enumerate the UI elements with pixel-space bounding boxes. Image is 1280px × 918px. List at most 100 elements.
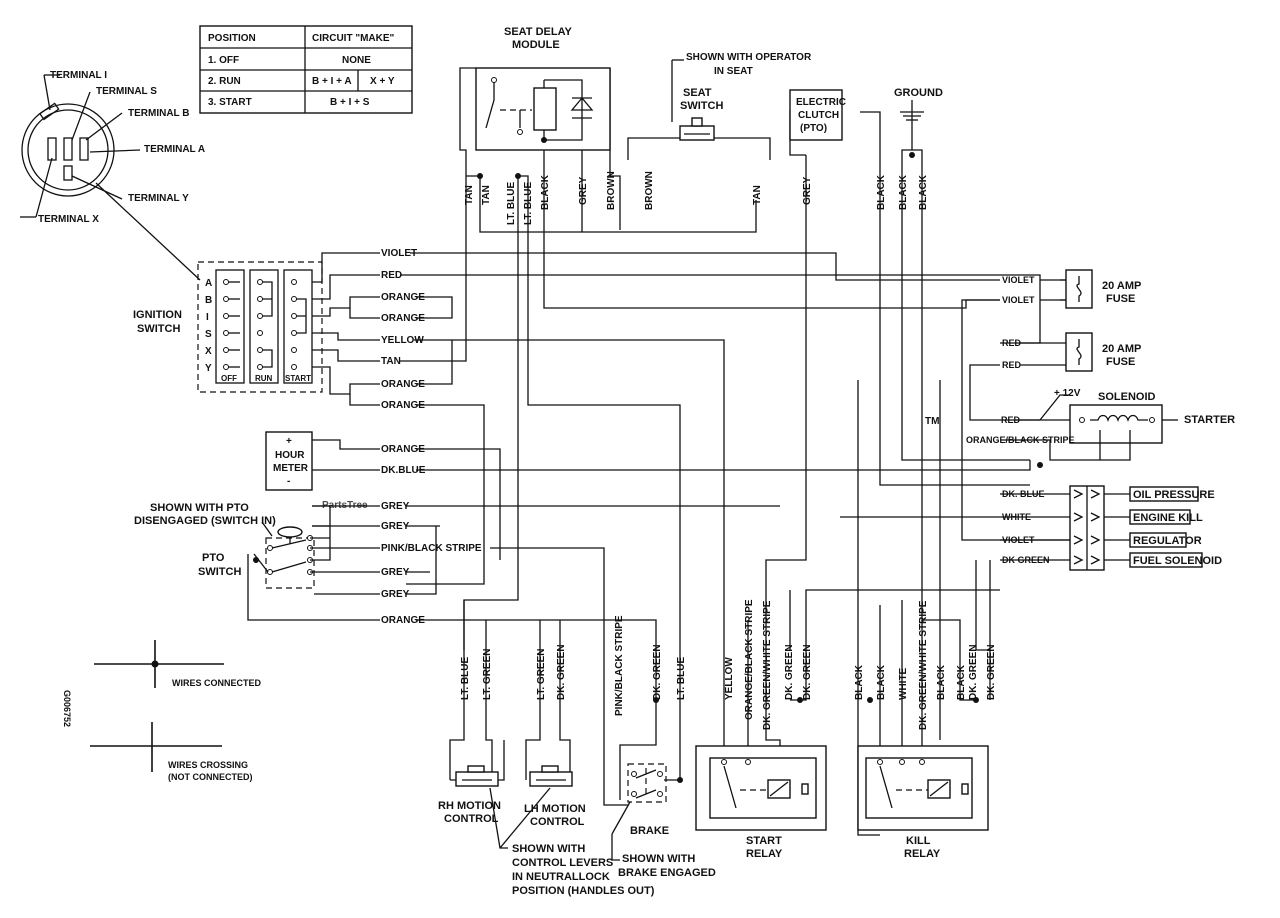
table-row-start: 3. START	[208, 97, 252, 108]
wire-label-orange: ORANGE	[381, 379, 425, 390]
seat-switch: SHOWN WITH OPERATOR IN SEAT SEAT SWITCH	[671, 52, 812, 141]
wire-label-red: RED	[381, 270, 402, 281]
terminal-x-label: TERMINAL X	[38, 214, 99, 225]
table-row-off: 1. OFF	[208, 55, 239, 66]
top-wire-label: GREY	[578, 176, 589, 205]
kill-relay-title-1: KILL	[906, 835, 931, 847]
wire-label-orange: ORANGE	[381, 292, 425, 303]
solenoid-orange-label: ORANGE/BLACK STRIPE	[966, 435, 1075, 445]
watermark-tm: TM	[925, 416, 939, 427]
top-wire-label: BLACK	[876, 174, 887, 210]
top-wire-labels: TAN TAN LT. BLUE LT. BLUE BLACK GREY BRO…	[464, 171, 929, 225]
top-wire-label: TAN	[481, 185, 492, 205]
kill-relay: KILL RELAY	[857, 745, 989, 860]
clutch-title-2: CLUTCH	[798, 110, 839, 121]
terminal-y-label: TERMINAL Y	[128, 193, 189, 204]
rh-motion-title-2: CONTROL	[444, 813, 499, 825]
ign-pos-run: RUN	[255, 374, 273, 383]
kill-relay-title-2: RELAY	[904, 848, 941, 860]
wire-label-orange: ORANGE	[381, 444, 425, 455]
pto-switch: SHOWN WITH PTO DISENGAGED (SWITCH IN) PT…	[134, 502, 331, 589]
top-wire-label: BROWN	[606, 171, 617, 210]
seat-switch-title-1: SEAT	[683, 87, 712, 99]
pto-wire-label: GREY	[381, 501, 410, 512]
fuse-1: VIOLET VIOLET 20 AMP FUSE	[1002, 269, 1141, 309]
pto-title-2: SWITCH	[198, 566, 241, 578]
fuse-2: RED RED 20 AMP FUSE	[1002, 332, 1141, 372]
bottom-wire-label: PINK/BLACK STRIPE	[614, 615, 625, 716]
pto-wire-label: GREY	[381, 589, 410, 600]
top-wire-label: BLACK	[918, 174, 929, 210]
connector-wire-label: VIOLET	[1002, 535, 1035, 545]
top-wire-label: TAN	[752, 185, 763, 205]
clutch-title-3: (PTO)	[800, 123, 827, 134]
bottom-wire-label: DK. GREEN/WHITE STRIPE	[918, 600, 929, 730]
table-header-make: CIRCUIT "MAKE"	[312, 33, 395, 44]
start-relay-title-2: RELAY	[746, 848, 783, 860]
table-cell-none: NONE	[342, 55, 371, 66]
top-wire-label: BROWN	[644, 171, 655, 210]
fuel-solenoid-label: FUEL SOLENOID	[1133, 555, 1222, 567]
legend: WIRES CONNECTED WIRES CROSSING (NOT CONN…	[90, 640, 262, 782]
rh-motion-title-1: RH MOTION	[438, 800, 501, 812]
bottom-wire-label: BLACK	[876, 664, 887, 700]
bottom-wire-label: BLACK	[936, 664, 947, 700]
bottom-wire-label: LT. GREEN	[482, 649, 493, 700]
bottom-wire-label: DK. GREEN	[784, 644, 795, 700]
figure-id: G006752	[62, 690, 72, 727]
start-relay-title-1: START	[746, 835, 782, 847]
bottom-wire-label: DK. GREEN	[556, 644, 567, 700]
pto-wire-labels: GREY GREY PINK/BLACK STRIPE GREY GREY OR…	[381, 501, 482, 626]
bottom-wire-label: LT. GREEN	[536, 649, 547, 700]
hour-meter: + HOUR METER -	[265, 431, 313, 491]
bottom-wire-label: DK. GREEN	[802, 644, 813, 700]
seat-delay-module: SEAT DELAY MODULE	[475, 26, 611, 151]
connector-wire-label: DK. BLUE	[1002, 489, 1045, 499]
wire-label-dkblue: DK.BLUE	[381, 465, 426, 476]
fuse1-title-2: FUSE	[1106, 293, 1135, 305]
fuse2-wire-label: RED	[1002, 360, 1022, 370]
ignition-wire-labels: VIOLET RED ORANGE ORANGE YELLOW TAN ORAN…	[381, 248, 426, 476]
legend-wires-crossing-2: (NOT CONNECTED)	[168, 772, 253, 782]
bottom-wire-label: LT. BLUE	[460, 657, 471, 700]
ign-row-x: X	[205, 346, 212, 357]
brake-title: BRAKE	[630, 825, 669, 837]
bottom-wire-label: BLACK	[956, 664, 967, 700]
ign-row-y: Y	[205, 363, 212, 374]
hour-meter-title-2: METER	[273, 463, 309, 474]
seat-switch-note-2: IN SEAT	[714, 66, 753, 77]
oil-pressure-label: OIL PRESSURE	[1133, 489, 1215, 501]
bottom-wire-label: YELLOW	[724, 657, 735, 700]
pto-note-1: SHOWN WITH PTO	[150, 502, 249, 514]
solenoid-12v: + 12V	[1054, 388, 1081, 399]
ign-pos-off: OFF	[221, 374, 237, 383]
regulator-label: REGULATOR	[1133, 535, 1202, 547]
solenoid-title: SOLENOID	[1098, 391, 1156, 403]
fuse2-title-1: 20 AMP	[1102, 343, 1141, 355]
bottom-wire-label: DK. GREEN	[986, 644, 997, 700]
pto-title-1: PTO	[202, 552, 225, 564]
key-switch-terminals: TERMINAL I TERMINAL S TERMINAL B TERMINA…	[20, 70, 205, 281]
pto-wire-label: ORANGE	[381, 615, 425, 626]
legend-wires-connected: WIRES CONNECTED	[172, 678, 262, 688]
solenoid-red-label: RED	[1001, 415, 1021, 425]
lh-motion-title-2: CONTROL	[530, 816, 585, 828]
brake-note-1: SHOWN WITH	[622, 853, 695, 865]
bottom-wire-labels: LT. BLUE LT. GREEN LT. GREEN DK. GREEN P…	[460, 599, 997, 730]
bottom-wire-label: ORANGE/BLACK STRIPE	[744, 599, 755, 720]
ign-row-b: B	[205, 295, 212, 306]
junction-dots	[253, 137, 1043, 783]
terminal-a-label: TERMINAL A	[144, 144, 205, 155]
table-cell-start-make: B + I + S	[330, 97, 370, 108]
starter-label: STARTER	[1184, 414, 1235, 426]
connector-wire-label: DK GREEN	[1002, 555, 1050, 565]
bottom-wire-label: DK. GREEN	[968, 644, 979, 700]
top-wire-label: BLACK	[540, 174, 551, 210]
rh-motion-control: RH MOTION CONTROL	[438, 740, 505, 825]
start-relay: START RELAY	[695, 745, 827, 860]
pto-wire-label: PINK/BLACK STRIPE	[381, 543, 482, 554]
bottom-wire-label: BLACK	[854, 664, 865, 700]
brake-switch: BRAKE SHOWN WITH BRAKE ENGAGED	[611, 763, 716, 879]
hour-meter-plus: +	[286, 436, 292, 447]
